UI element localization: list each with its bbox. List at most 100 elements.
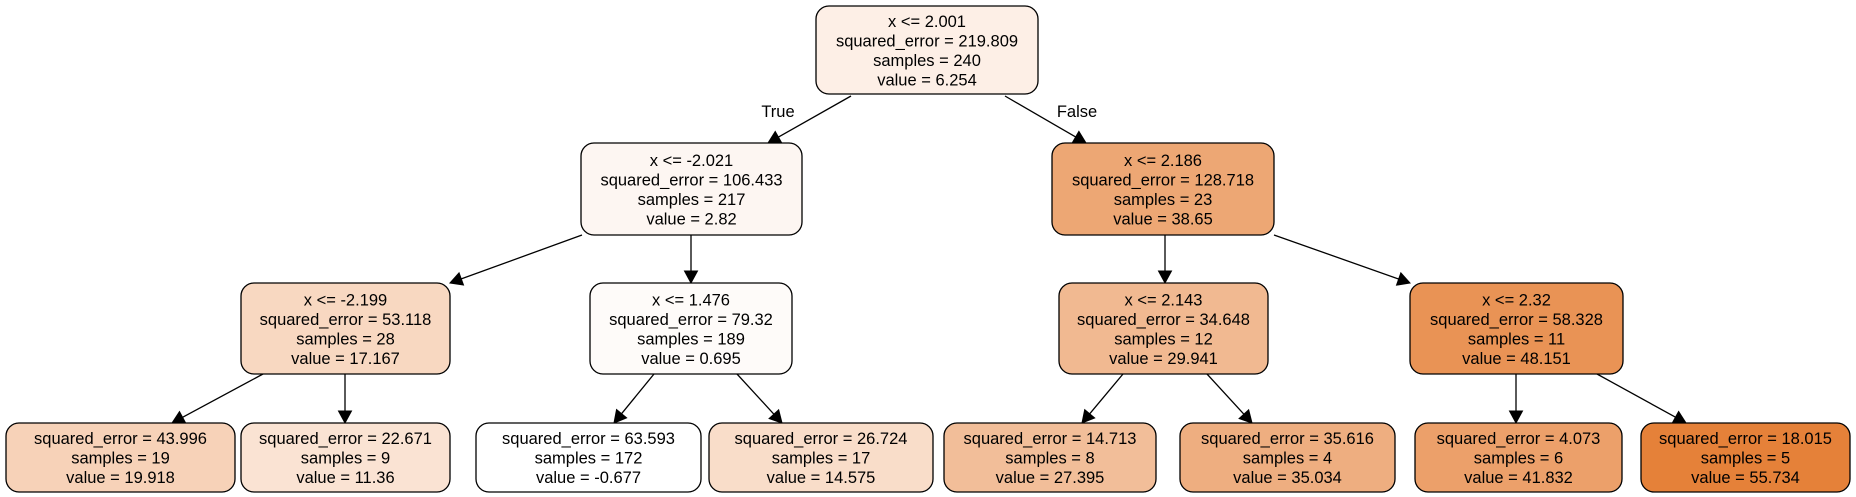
tree-node-line: value = 29.941 xyxy=(1109,350,1218,368)
tree-edge-arrowhead xyxy=(337,410,353,425)
tree-node-box xyxy=(943,422,1157,493)
tree-node-line: x <= -2.021 xyxy=(650,152,733,170)
tree-edge-line xyxy=(182,373,264,418)
tree-node-line: value = -0.677 xyxy=(536,469,641,487)
tree-node-line: x <= 2.001 xyxy=(888,13,966,31)
tree-edge-line xyxy=(736,373,775,415)
tree-node-line: squared_error = 53.118 xyxy=(260,311,432,329)
tree-edge xyxy=(683,235,699,285)
tree-edge xyxy=(1206,373,1253,424)
tree-node-line: value = 2.82 xyxy=(646,210,736,228)
tree-node-line: samples = 19 xyxy=(71,450,170,468)
tree-edge xyxy=(1508,374,1524,425)
tree-edge-line xyxy=(1273,234,1399,280)
tree-node-line: x <= 1.476 xyxy=(652,291,730,309)
tree-node-line: value = 55.734 xyxy=(1691,469,1800,487)
tree-node-line: squared_error = 128.718 xyxy=(1072,171,1254,189)
tree-node-line: samples = 217 xyxy=(638,191,746,209)
tree-edge xyxy=(171,373,264,424)
tree-node-box xyxy=(1179,422,1396,493)
tree-edge xyxy=(736,373,783,424)
tree-node-line: value = 17.167 xyxy=(291,350,400,368)
tree-node-line: samples = 4 xyxy=(1243,450,1332,468)
tree-node-line: squared_error = 4.073 xyxy=(1437,430,1601,448)
tree-edge-arrowhead xyxy=(1508,410,1524,425)
edge-label-true: True xyxy=(761,103,794,121)
tree-node-line: samples = 9 xyxy=(301,450,390,468)
tree-node: squared_error = 43.996 samples = 19value … xyxy=(5,422,236,493)
tree-node-line: samples = 6 xyxy=(1474,450,1563,468)
tree-edge-line xyxy=(1004,95,1076,138)
tree-node-line: samples = 23 xyxy=(1114,191,1213,209)
tree-node-line: squared_error = 79.32 xyxy=(609,311,773,329)
tree-edge xyxy=(449,234,583,286)
tree-edge-arrowhead xyxy=(1395,271,1411,286)
tree-node-box xyxy=(1640,422,1851,493)
tree-node-box xyxy=(475,422,702,493)
tree-node-line: squared_error = 18.015 xyxy=(1659,430,1832,448)
tree-edge-arrowhead xyxy=(613,408,628,424)
tree-edge-line xyxy=(461,234,583,280)
tree-edge-line xyxy=(621,373,655,415)
tree-node-line: samples = 5 xyxy=(1701,450,1790,468)
tree-node-line: value = 38.65 xyxy=(1113,210,1213,228)
tree-node-line: squared_error = 22.671 xyxy=(259,430,432,448)
edge-label-false: False xyxy=(1057,103,1097,121)
tree-edges xyxy=(171,95,1687,425)
tree-edge-labels: True False xyxy=(761,103,1097,121)
tree-node-box xyxy=(1409,282,1624,375)
tree-node-line: value = 19.918 xyxy=(66,469,175,487)
tree-edge xyxy=(1157,235,1173,285)
tree-node-line: squared_error = 14.713 xyxy=(964,430,1137,448)
tree-edge-arrowhead xyxy=(1081,408,1096,424)
tree-node-line: x <= 2.186 xyxy=(1124,152,1202,170)
tree-node-box xyxy=(589,282,793,375)
tree-node-line: samples = 11 xyxy=(1468,330,1565,348)
tree-edge xyxy=(1596,373,1687,424)
tree-node-box xyxy=(240,422,451,493)
tree-node-line: value = 11.36 xyxy=(296,469,394,487)
tree-node-line: squared_error = 35.616 xyxy=(1201,430,1374,448)
tree-edge-arrowhead xyxy=(1238,408,1253,424)
tree-edge-arrowhead xyxy=(767,130,783,144)
tree-node-line: samples = 8 xyxy=(1005,450,1094,468)
tree-edge-line xyxy=(1089,373,1124,415)
tree-edge xyxy=(613,373,655,424)
tree-edge xyxy=(1081,373,1124,424)
tree-node-line: samples = 240 xyxy=(873,52,981,70)
tree-node-line: squared_error = 43.996 xyxy=(34,430,207,448)
tree-edge xyxy=(1273,234,1411,286)
tree-node-line: value = 14.575 xyxy=(767,469,876,487)
tree-edge-line xyxy=(1206,373,1245,415)
tree-node-line: squared_error = 106.433 xyxy=(600,171,782,189)
tree-edge xyxy=(337,374,353,425)
tree-node-line: squared_error = 34.648 xyxy=(1077,311,1250,329)
tree-edge-arrowhead xyxy=(1071,130,1087,144)
tree-node-line: value = 35.034 xyxy=(1233,469,1342,487)
tree-node-box xyxy=(1414,422,1623,493)
tree-node-line: samples = 12 xyxy=(1114,330,1213,348)
tree-node-line: value = 41.832 xyxy=(1464,469,1573,487)
tree-edge-line xyxy=(778,95,852,138)
tree-node-line: samples = 189 xyxy=(637,330,745,348)
tree-edge-arrowhead xyxy=(449,271,465,286)
tree-node-line: squared_error = 58.328 xyxy=(1430,311,1603,329)
tree-node-line: squared_error = 219.809 xyxy=(836,32,1018,50)
tree-node-box xyxy=(1058,282,1269,375)
tree-node-line: x <= 2.32 xyxy=(1482,291,1551,309)
tree-node-box xyxy=(815,5,1039,95)
tree-edge-arrowhead xyxy=(768,408,783,424)
tree-node-box xyxy=(708,422,934,493)
